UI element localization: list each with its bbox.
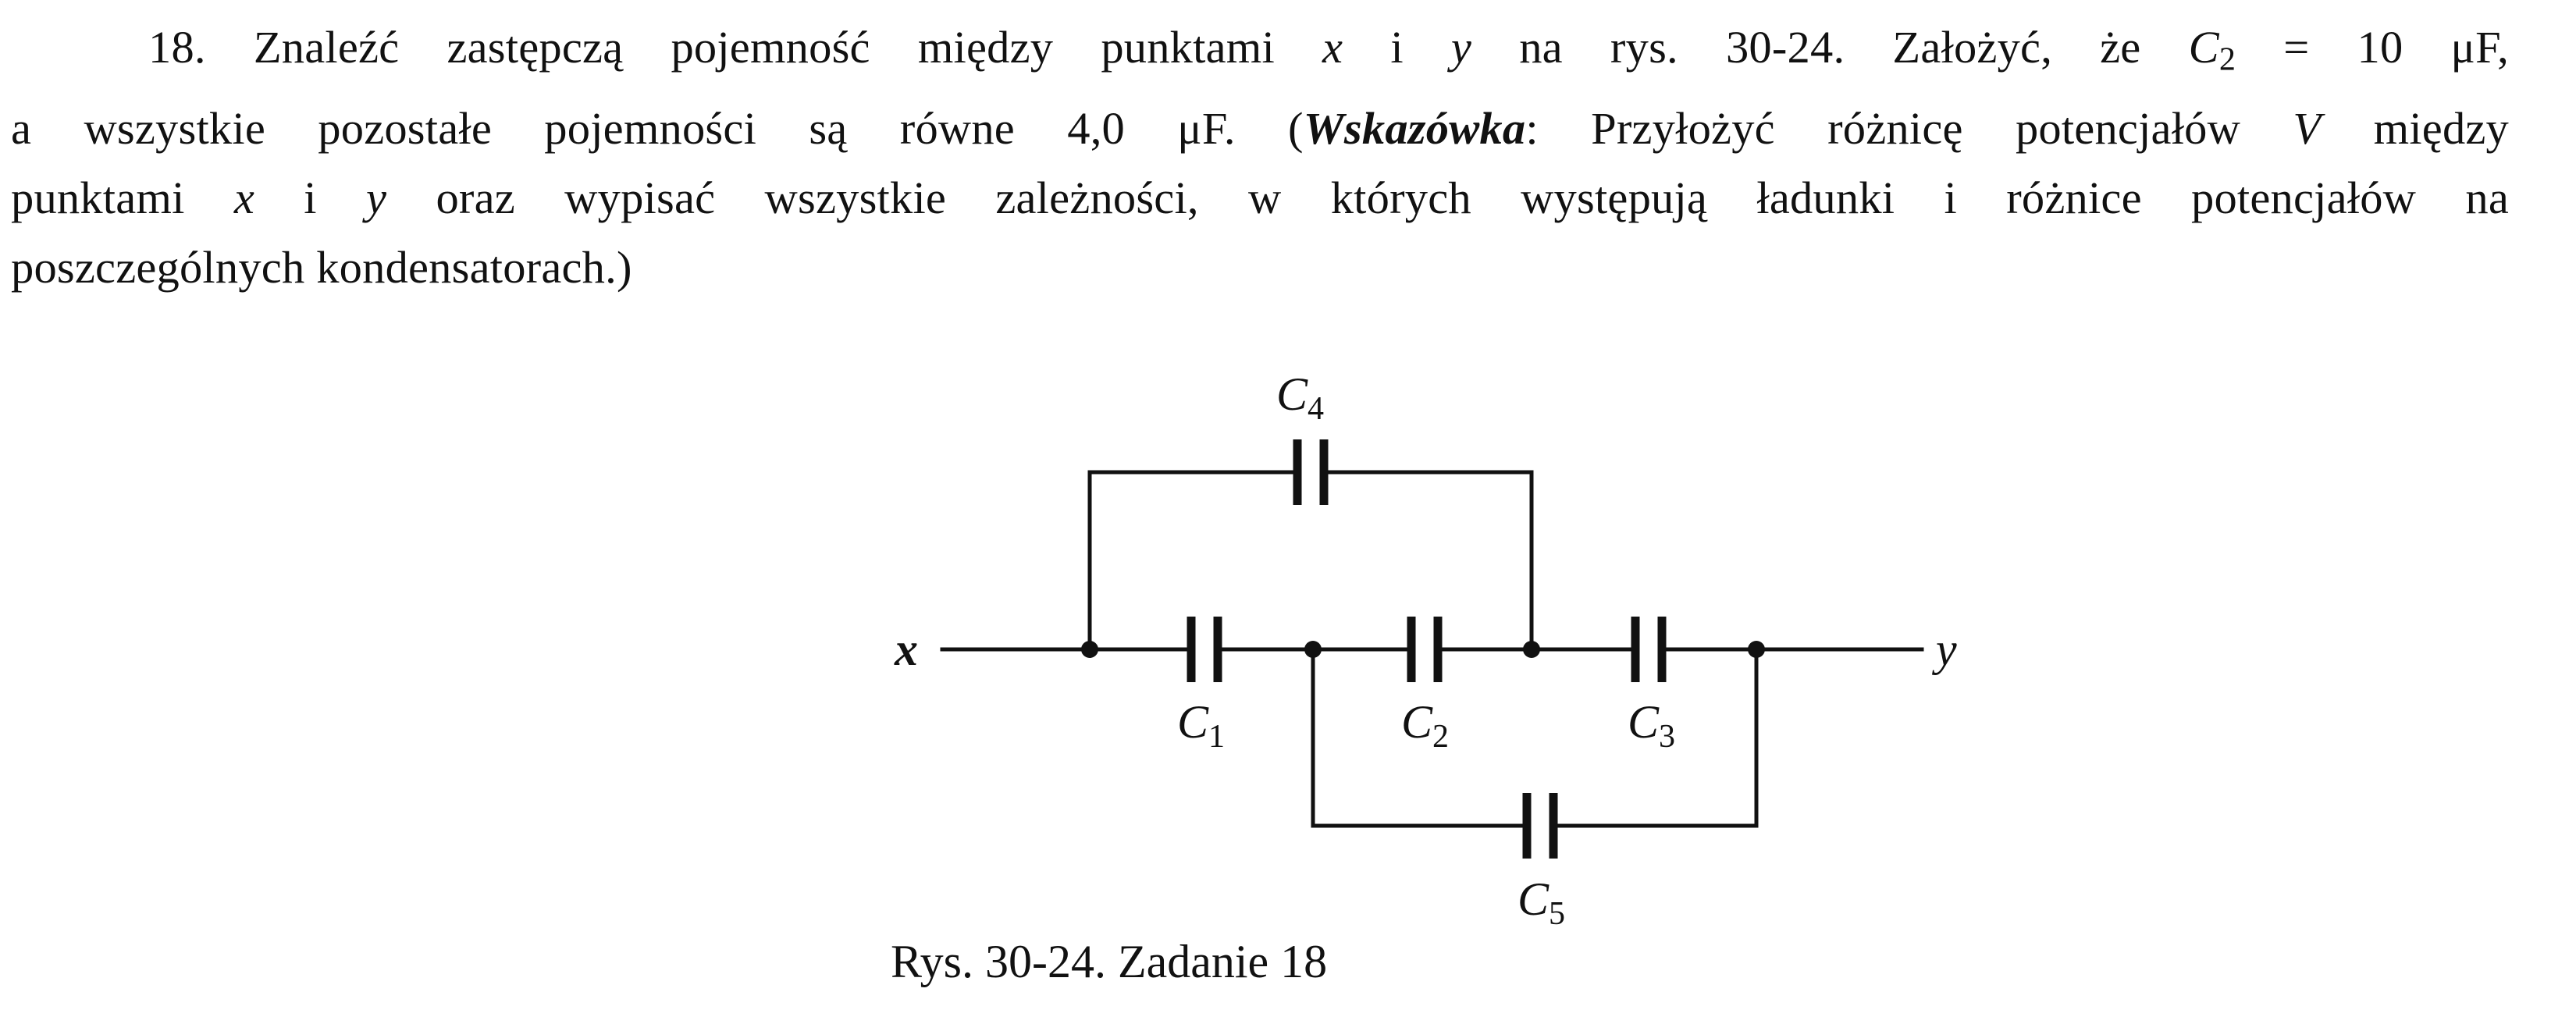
variable-v: V — [2293, 103, 2322, 155]
label-symbol: C — [1177, 696, 1209, 748]
capacitor-c1-label: C1 — [1177, 696, 1225, 755]
label-symbol: C — [1401, 696, 1433, 748]
variable-c: C — [2188, 22, 2219, 73]
label-index: 4 — [1308, 391, 1324, 427]
text-run: punktami — [11, 172, 234, 224]
label-symbol: C — [1628, 696, 1660, 748]
label-symbol: C — [1276, 368, 1308, 420]
text-run: i — [1343, 22, 1451, 73]
terminal-y-label: y — [1931, 624, 1957, 675]
text-run: a wszystkie pozostałe pojemności są równ… — [11, 103, 1304, 155]
capacitor-c1-symbol — [1187, 617, 1222, 682]
label-index: 1 — [1208, 719, 1225, 755]
text-run: 18. Znaleźć zastępczą pojemność między p… — [148, 22, 1323, 73]
problem-line-2: a wszystkie pozostałe pojemności są równ… — [11, 94, 2509, 163]
label-index: 3 — [1659, 719, 1675, 755]
hint-label: Wskazówka — [1303, 103, 1526, 155]
junction-dot — [1748, 641, 1765, 658]
label-index: 5 — [1549, 896, 1565, 932]
capacitor-c4-symbol — [1293, 439, 1329, 505]
junction-dot — [1304, 641, 1322, 658]
problem-line-1: 18. Znaleźć zastępczą pojemność między p… — [11, 12, 2509, 94]
terminal-x-label: x — [894, 624, 918, 675]
junction-dot — [1523, 641, 1540, 658]
variable-x: x — [233, 172, 255, 224]
capacitor-c3-label: C3 — [1628, 696, 1675, 755]
label-symbol: C — [1517, 873, 1550, 925]
capacitor-c3-symbol — [1631, 617, 1667, 682]
junction-nodes — [1081, 641, 1765, 658]
text-run: : Przyłożyć różnicę potencjałów — [1525, 103, 2293, 155]
subscript: 2 — [2218, 41, 2236, 78]
text-run: oraz wypisać wszystkie zależności, w któ… — [386, 172, 2509, 224]
text-run: na rys. 30-24. Założyć, że — [1471, 22, 2189, 73]
problem-line-3: punktami x i y oraz wypisać wszystkie za… — [11, 163, 2509, 233]
capacitor-c2-symbol — [1407, 617, 1443, 682]
variable-y: y — [1450, 22, 1472, 73]
text-run: = 10 μF, — [2236, 22, 2509, 73]
circuit-wires — [940, 470, 1924, 828]
capacitor-c5-symbol — [1522, 793, 1558, 859]
problem-line-4: poszczególnych kondensatorach.) — [11, 242, 632, 293]
text-run: między — [2321, 103, 2510, 155]
figure-caption: Rys. 30-24. Zadanie 18 — [891, 936, 1328, 987]
capacitor-c4-label: C4 — [1276, 368, 1324, 427]
text-run: i — [254, 172, 367, 224]
junction-dot — [1081, 641, 1098, 658]
variable-x: x — [1322, 22, 1343, 73]
label-index: 2 — [1432, 719, 1449, 755]
capacitor-c5-label: C5 — [1517, 873, 1565, 932]
capacitor-c2-label: C2 — [1401, 696, 1449, 755]
capacitor-plates — [1187, 439, 1667, 859]
problem-text: 18. Znaleźć zastępczą pojemność między p… — [11, 12, 2509, 302]
variable-y: y — [366, 172, 387, 224]
